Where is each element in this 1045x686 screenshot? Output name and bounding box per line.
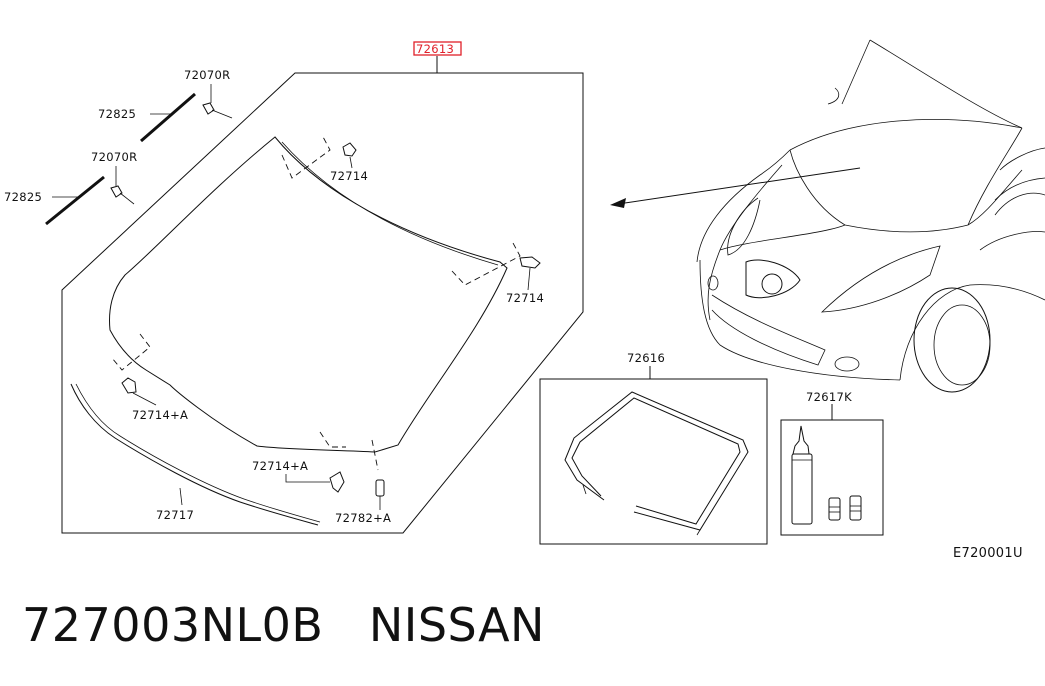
svg-text:72613: 72613 (416, 42, 454, 56)
clip-72714-top-right[interactable]: 72714 (451, 242, 544, 305)
wiper-rail-72825-top[interactable]: 72825 (98, 92, 196, 143)
wiper-bracket-72070r-top[interactable]: 72070R (184, 68, 233, 119)
weatherstrip-72616[interactable]: 72616 (539, 351, 768, 545)
svg-text:72782+A: 72782+A (335, 511, 391, 525)
diagram-code: E720001U (953, 546, 1023, 561)
svg-text:72714+A: 72714+A (252, 459, 308, 473)
windshield-assembly (61, 56, 584, 534)
svg-text:72714: 72714 (506, 291, 544, 305)
windshield-glass[interactable] (109, 136, 508, 453)
vehicle-locator-illustration (610, 39, 1045, 393)
clip-72714-top-left[interactable]: 72714 (281, 134, 368, 183)
svg-text:72825: 72825 (4, 190, 42, 204)
svg-text:72616: 72616 (627, 351, 665, 365)
footer-caption: 727003NL0B NISSAN (22, 598, 545, 652)
svg-text:72714: 72714 (330, 169, 368, 183)
svg-text:72714+A: 72714+A (132, 408, 188, 422)
spacer-72782a[interactable]: 72782+A (335, 439, 391, 525)
svg-text:72717: 72717 (156, 508, 194, 522)
part-number: 727003NL0B (22, 598, 324, 652)
molding-72717[interactable]: 72717 (70, 383, 321, 526)
sealant-kit-72617k[interactable]: 72617K (780, 390, 884, 536)
wiper-bracket-72070r-mid[interactable]: 72070R (91, 150, 137, 205)
svg-text:72617K: 72617K (806, 390, 852, 404)
svg-text:72825: 72825 (98, 107, 136, 121)
wiper-rail-72825-mid[interactable]: 72825 (4, 175, 105, 226)
main-part-number[interactable]: 72613 (413, 41, 462, 56)
clip-72714a-left[interactable]: 72714+A (111, 333, 188, 422)
clip-72714a-bottom[interactable]: 72714+A (252, 431, 346, 493)
svg-text:72070R: 72070R (91, 150, 137, 164)
svg-text:72070R: 72070R (184, 68, 230, 82)
brand-name: NISSAN (368, 598, 545, 652)
